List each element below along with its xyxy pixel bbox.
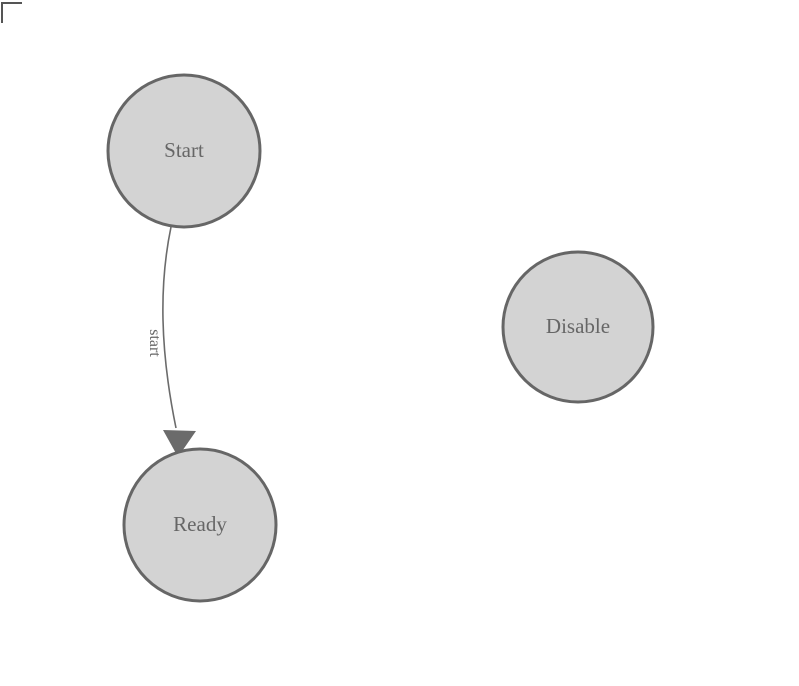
node-start-label: Start bbox=[164, 138, 204, 162]
edge-line[interactable] bbox=[162, 226, 177, 429]
node-disable[interactable]: Disable bbox=[501, 250, 655, 404]
node-disable-circle[interactable] bbox=[501, 250, 655, 404]
node-disable-label: Disable bbox=[546, 314, 610, 338]
node-ready[interactable]: Ready bbox=[122, 447, 278, 603]
edge-arrowhead-icon bbox=[163, 430, 196, 457]
edge-start-to-ready[interactable]: start bbox=[146, 226, 196, 457]
node-ready-circle[interactable] bbox=[122, 447, 278, 603]
node-start[interactable]: Start bbox=[106, 73, 262, 229]
edge-label-start: start bbox=[146, 329, 163, 357]
node-start-circle[interactable] bbox=[106, 73, 262, 229]
canvas-corner-bracket-icon bbox=[1, 2, 22, 23]
corner-bracket-path bbox=[1, 2, 22, 23]
node-ready-label: Ready bbox=[173, 512, 227, 536]
